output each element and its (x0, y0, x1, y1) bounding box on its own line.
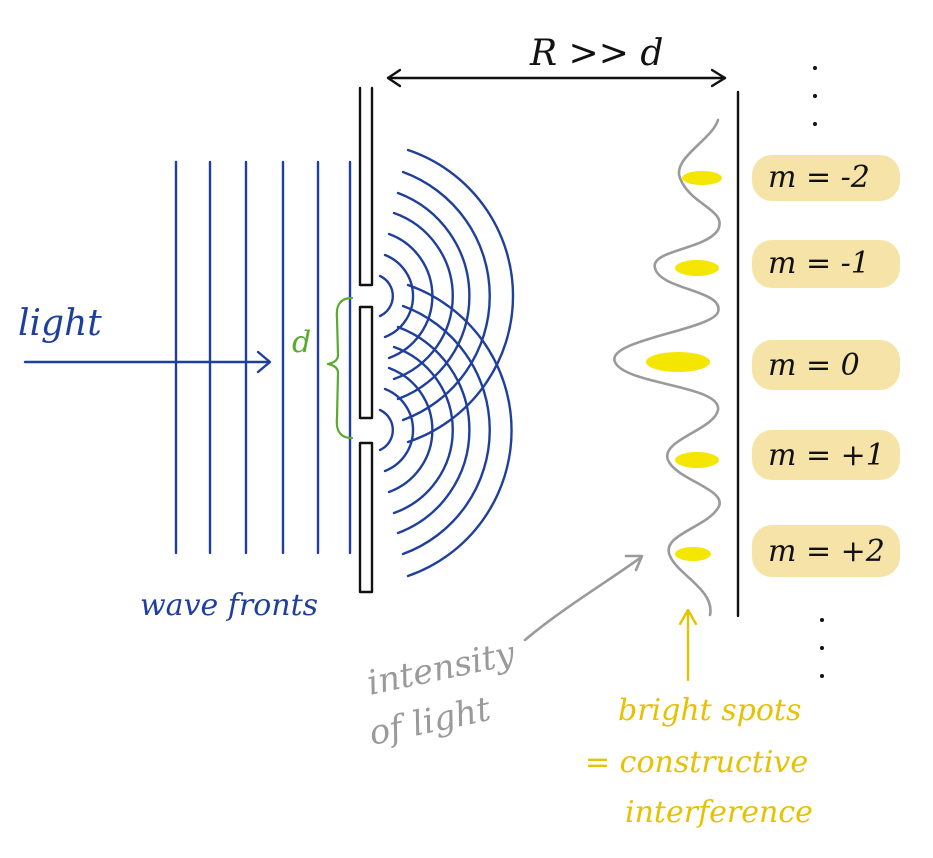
order-highlight (752, 155, 900, 201)
bright-spots-label-line2: = constructive (585, 745, 808, 780)
circular-waves-upper-slit (378, 148, 515, 444)
order-label-m-plus-1: m = +1 (768, 438, 885, 473)
bright-spot (675, 452, 719, 468)
bright-spot (646, 352, 710, 372)
separation-arrow (386, 68, 727, 88)
slit-gap-brace (326, 296, 354, 440)
bright-spots-arrow (678, 608, 698, 682)
order-highlight (752, 240, 900, 288)
slit-barrier (358, 86, 374, 594)
bright-spots-label-line1: bright spots (618, 693, 801, 728)
wave-fronts-label: wave fronts (140, 588, 318, 623)
order-highlight (752, 525, 900, 577)
circular-waves-lower-slit (378, 283, 513, 578)
order-labels: m = -2 m = -1 m = 0 m = +1 m = +2 (752, 155, 900, 577)
order-label-m-minus-1: m = -1 (768, 246, 870, 281)
bright-spot (682, 171, 722, 185)
order-highlight (752, 340, 900, 390)
light-arrow (23, 350, 272, 374)
light-label: light (18, 303, 102, 344)
order-label-m-0: m = 0 (768, 348, 860, 383)
order-highlight (752, 430, 900, 480)
intensity-annotation-arrow (523, 554, 644, 642)
intensity-label-line1: intensity (364, 633, 519, 703)
bright-spot (675, 260, 719, 276)
order-label-m-minus-2: m = -2 (768, 160, 870, 195)
bright-spot (675, 547, 711, 561)
ellipsis-bottom (820, 618, 824, 678)
intensity-curve (613, 118, 721, 617)
bright-spots (646, 171, 722, 561)
separation-label: R >> d (529, 33, 663, 74)
order-label-m-plus-2: m = +2 (768, 534, 885, 569)
ellipsis-top (813, 66, 817, 126)
plane-wave-fronts (174, 160, 352, 555)
bright-spots-label-line3: interference (625, 795, 813, 830)
slit-gap-label: d (292, 325, 311, 360)
